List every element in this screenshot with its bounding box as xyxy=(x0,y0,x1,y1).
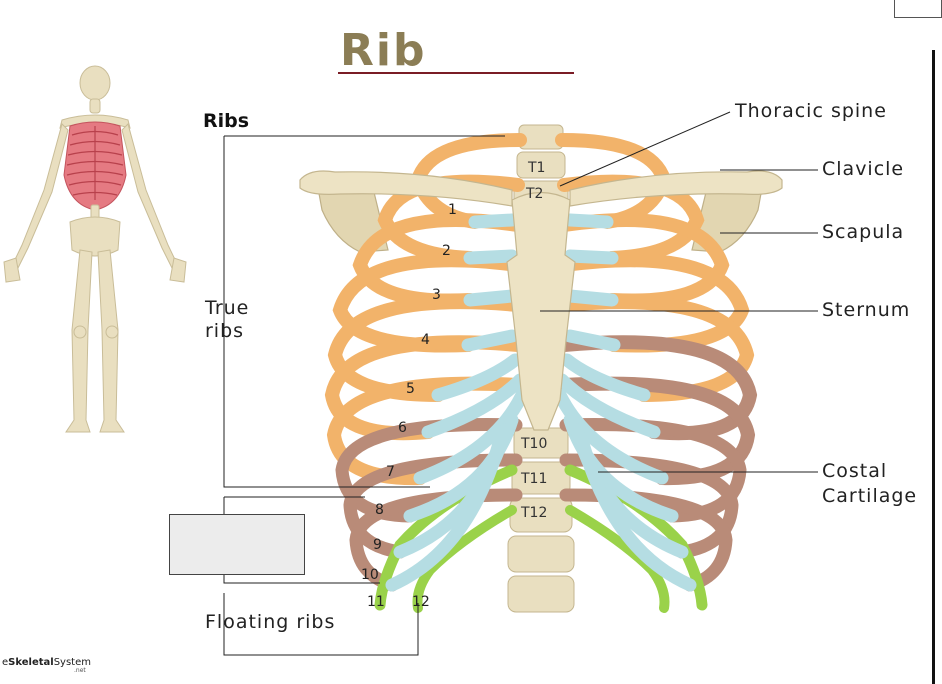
rib-number-10: 10 xyxy=(361,567,379,583)
rib-number-12: 12 xyxy=(412,594,430,610)
mini-hand-left xyxy=(3,257,21,283)
vertebra-t12: T12 xyxy=(521,505,548,521)
label-costal-line1: Costal xyxy=(822,460,888,482)
rib-number-6: 6 xyxy=(398,420,407,436)
vertebra-t11: T11 xyxy=(521,471,548,487)
ribs-left xyxy=(324,133,527,613)
mini-skull xyxy=(79,65,111,101)
mini-hand-right xyxy=(169,257,187,283)
label-costal-line2: Cartilage xyxy=(822,485,918,507)
rib-number-1: 1 xyxy=(448,202,457,218)
label-thoracic-spine: Thoracic spine xyxy=(735,100,887,122)
clavicles xyxy=(299,170,783,207)
right-divider xyxy=(932,50,935,684)
vertebra-t10: T10 xyxy=(521,436,548,452)
rib-number-11: 11 xyxy=(367,594,385,610)
label-true-ribs-line1: True xyxy=(205,297,250,319)
vertebra-t1: T1 xyxy=(528,160,546,176)
clavicle-right xyxy=(569,170,783,207)
mini-leg-right xyxy=(97,249,125,433)
brand-logo: eSkeletalSystem .net xyxy=(2,657,91,674)
label-floating-ribs: Floating ribs xyxy=(205,611,336,633)
label-ribs: Ribs xyxy=(203,110,250,132)
label-sternum: Sternum xyxy=(822,299,911,321)
rib-number-9: 9 xyxy=(373,537,382,553)
rib-number-2: 2 xyxy=(442,243,451,259)
rib-number-4: 4 xyxy=(421,332,430,348)
label-true-ribs-line2: ribs xyxy=(205,320,245,342)
rib-number-3: 3 xyxy=(432,287,441,303)
label-scapula: Scapula xyxy=(822,221,905,243)
leader-lines xyxy=(223,111,818,656)
title-underline xyxy=(338,72,574,74)
ribs-bracket xyxy=(223,135,505,488)
mini-skeleton xyxy=(3,65,187,433)
rib-number-8: 8 xyxy=(375,502,384,518)
answer-box[interactable] xyxy=(169,514,305,575)
clavicle-left xyxy=(299,170,513,207)
mini-leg-left xyxy=(65,249,93,433)
label-clavicle: Clavicle xyxy=(822,158,905,180)
mini-pelvis xyxy=(69,216,121,257)
mini-arm-left xyxy=(9,123,69,273)
costal-cartilage xyxy=(385,213,697,592)
mini-arm-right xyxy=(121,123,181,273)
vertebra-t2: T2 xyxy=(526,186,544,202)
rib-number-5: 5 xyxy=(406,381,415,397)
floating-box xyxy=(223,593,419,656)
rib-number-7: 7 xyxy=(386,464,395,480)
